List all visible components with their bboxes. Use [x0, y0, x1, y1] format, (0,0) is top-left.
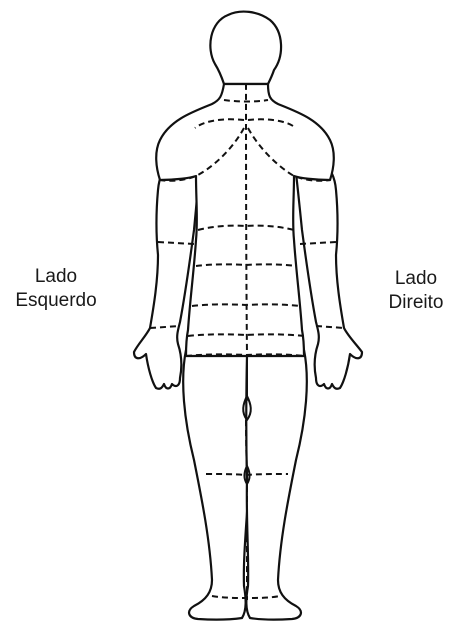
left-side-label-line-1: Lado: [2, 265, 110, 289]
left-side-label: Lado Esquerdo: [2, 265, 110, 313]
head: [210, 12, 281, 84]
right-side-label: Lado Direito: [382, 267, 450, 315]
right-leg: [246, 350, 307, 620]
right-side-label-line-2: Direito: [382, 291, 450, 315]
right-side-label-line-1: Lado: [382, 267, 450, 291]
left-leg: [183, 350, 250, 620]
knee-line: [206, 474, 288, 475]
left-side-label-line-2: Esquerdo: [2, 289, 110, 313]
